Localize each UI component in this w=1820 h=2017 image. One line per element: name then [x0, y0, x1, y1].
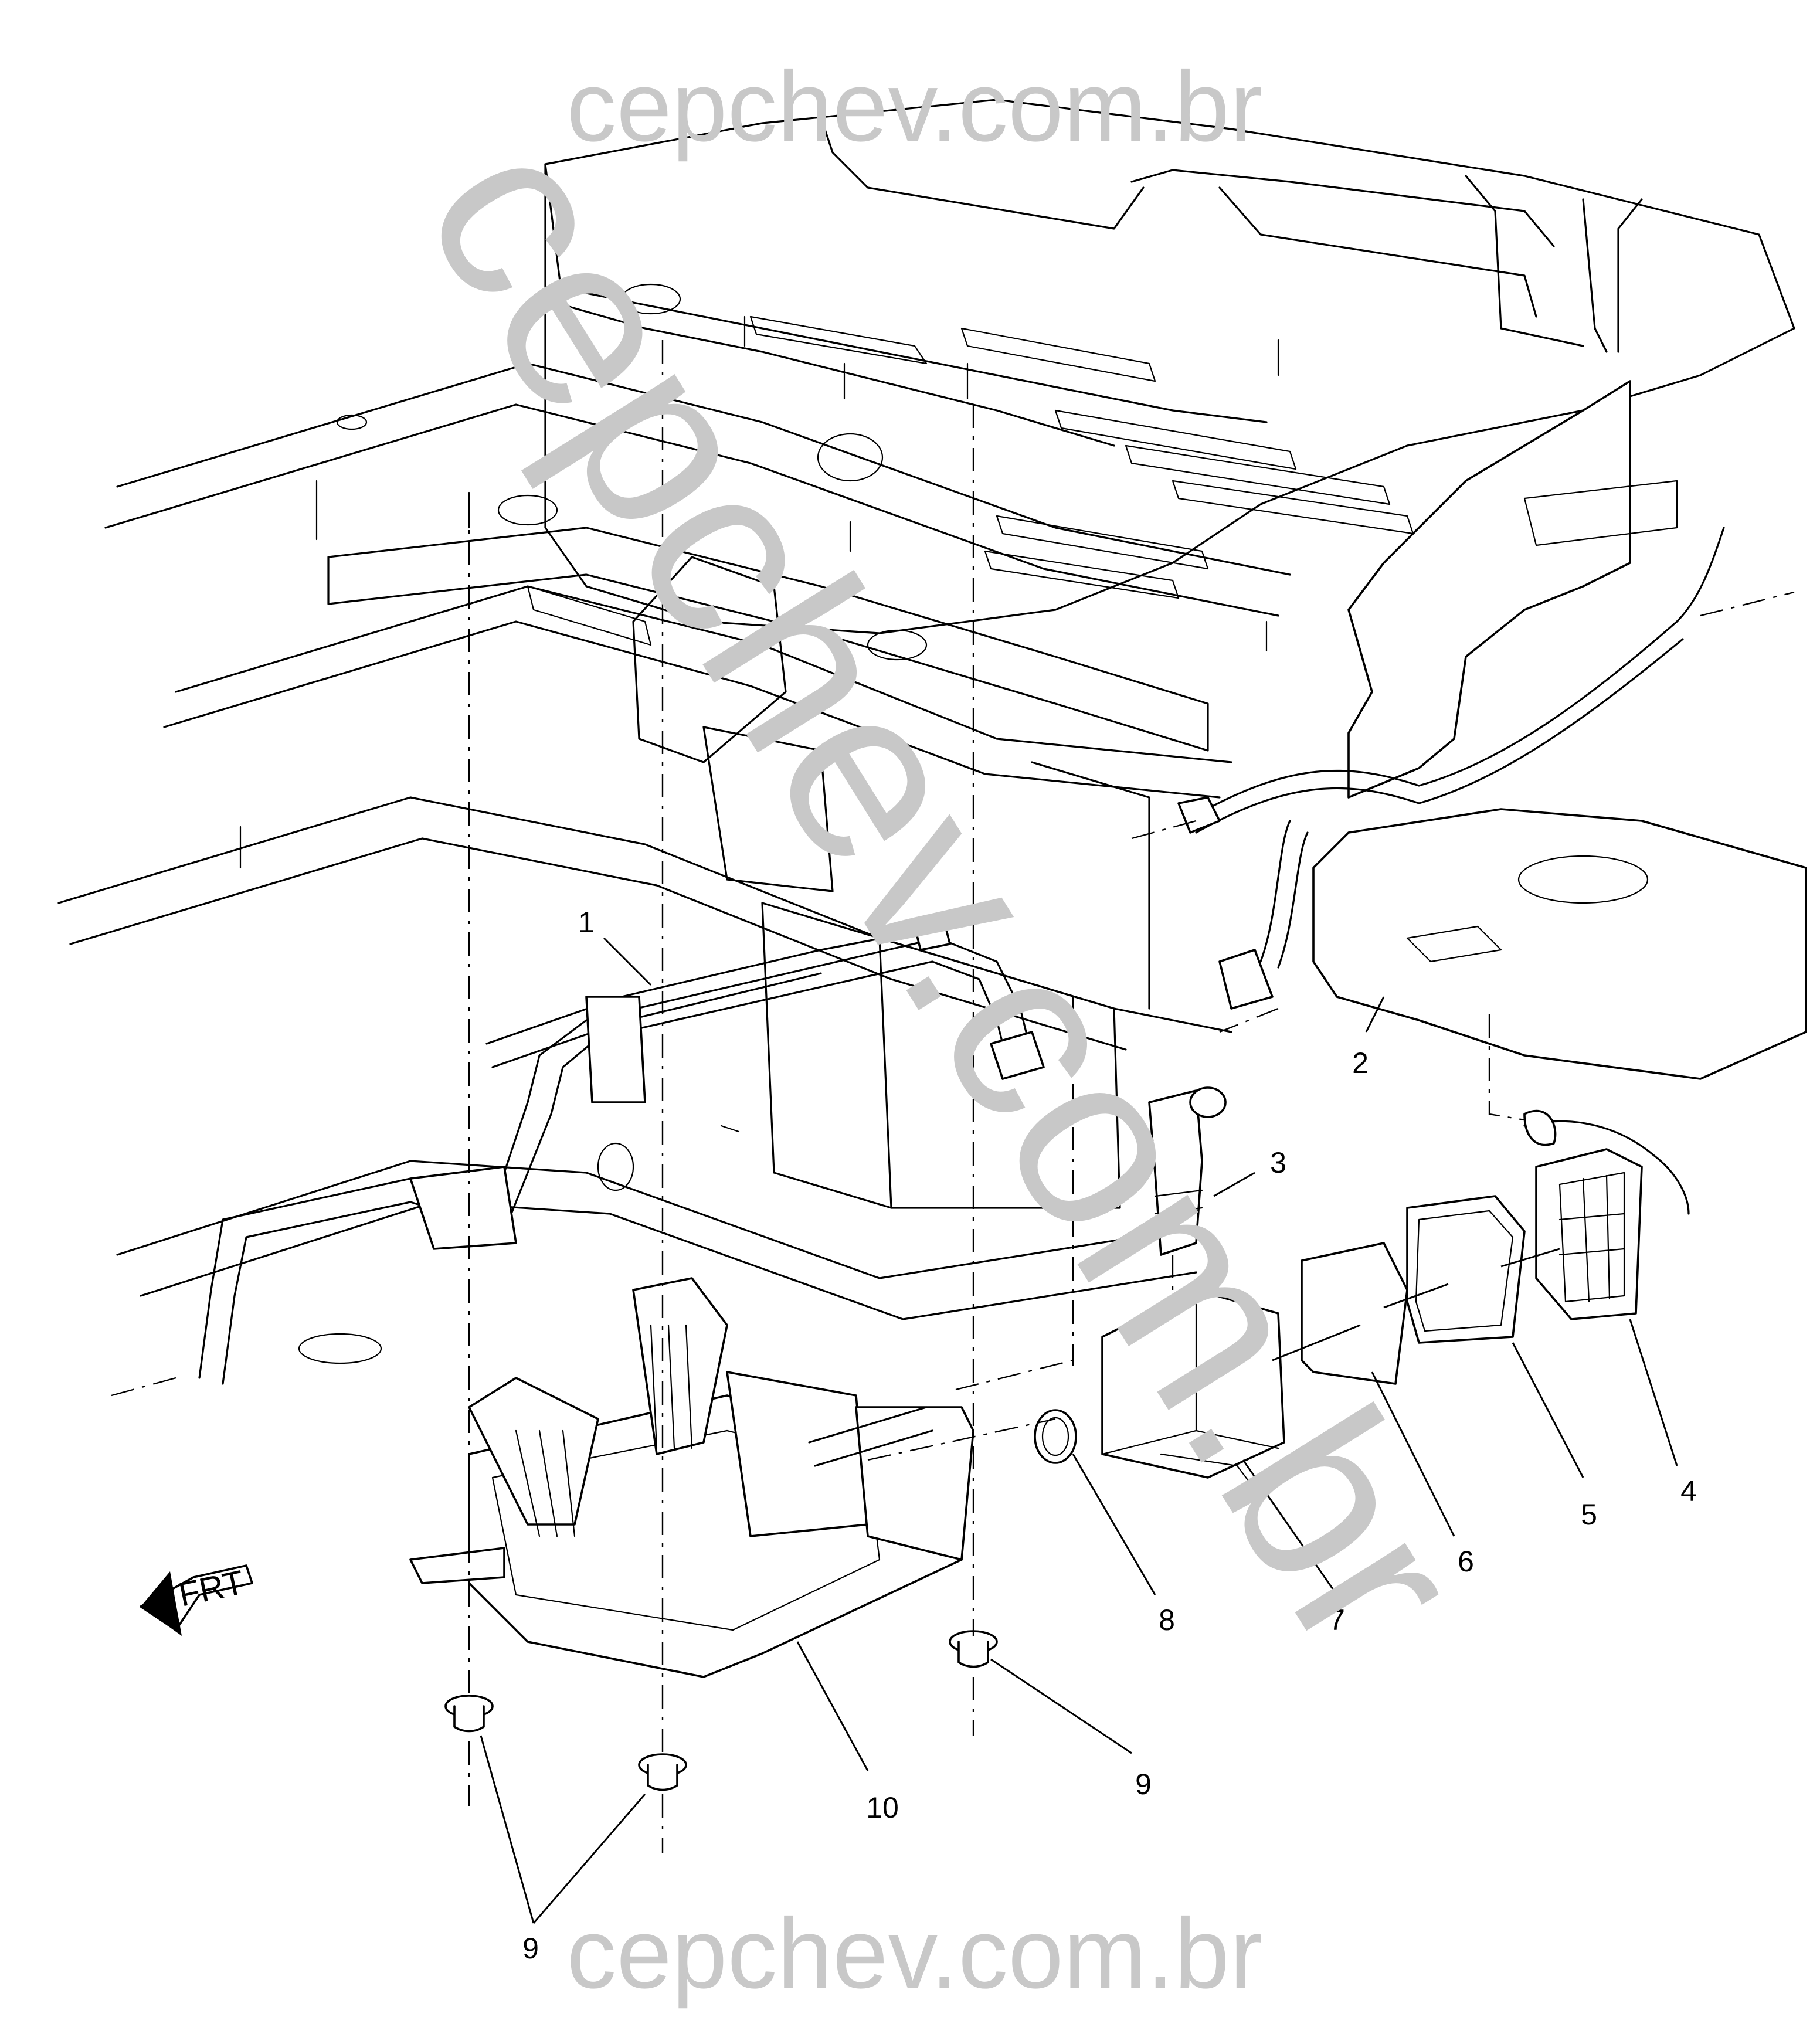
evap-canister-shield	[409, 1277, 974, 1678]
nut-fastener	[444, 1695, 494, 1733]
filter-seal	[1406, 1195, 1526, 1344]
callout-1: 1	[578, 906, 595, 939]
nut-fastener	[949, 1630, 998, 1668]
alignment-lines	[111, 340, 1795, 1853]
callout-8: 8	[1159, 1604, 1175, 1636]
filter-cover	[1523, 1109, 1690, 1320]
callout-5: 5	[1581, 1498, 1597, 1531]
callout-2: 2	[1352, 1047, 1369, 1079]
fuel-pipe-assembly	[198, 919, 1045, 1385]
callout-labels: 1 2 3 4 5 6 7 8 9 9 10	[522, 906, 1697, 1965]
vent-solenoid-valve	[1148, 1086, 1227, 1256]
callout-7: 7	[1329, 1604, 1345, 1636]
watermarks: cepchev.com.br cepchev.com.br cepchev.co…	[372, 51, 1518, 2009]
watermark-top: cepchev.com.br	[566, 51, 1262, 162]
nut-fastener	[638, 1753, 687, 1791]
vehicle-underbody	[57, 99, 1795, 1364]
filter-housing	[1101, 1289, 1285, 1490]
watermark-bottom: cepchev.com.br	[566, 1898, 1262, 2009]
nut-fasteners	[444, 1630, 998, 1791]
fuel-tank	[1177, 380, 1807, 1080]
callout-9b: 9	[522, 1932, 539, 1965]
callout-4: 4	[1680, 1475, 1697, 1507]
leader-lines	[480, 937, 1678, 1924]
filter-element	[1301, 1242, 1408, 1385]
callout-6: 6	[1458, 1545, 1474, 1578]
front-arrow-label: FRT	[175, 1563, 247, 1614]
callout-9a: 9	[1135, 1768, 1152, 1801]
o-ring-seal	[1034, 1409, 1077, 1464]
front-direction-arrow: FRT	[140, 1563, 253, 1636]
callout-3: 3	[1270, 1146, 1286, 1179]
callout-10: 10	[866, 1791, 899, 1824]
